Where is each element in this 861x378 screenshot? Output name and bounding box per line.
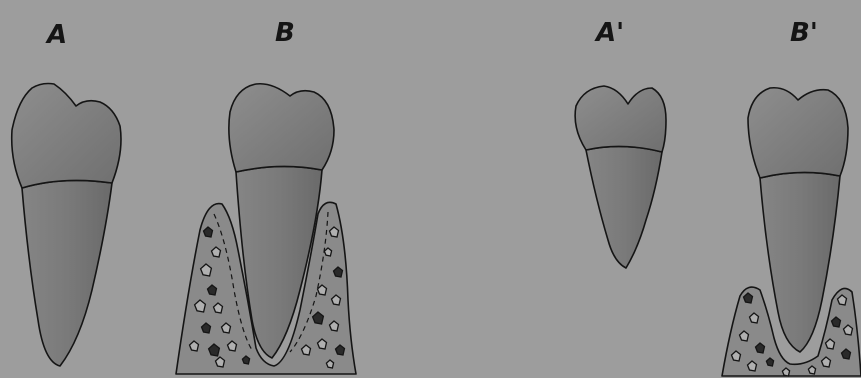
tooth-b-prime-crown [748,88,848,178]
tooth-a-prime-root [586,146,662,268]
tooth-b-crown [229,84,334,172]
tooth-a [12,84,121,367]
tooth-a-prime [575,86,666,268]
tooth-a-crown [12,84,121,189]
tooth-a-root [22,180,112,366]
tooth-a-prime-crown [575,86,666,152]
